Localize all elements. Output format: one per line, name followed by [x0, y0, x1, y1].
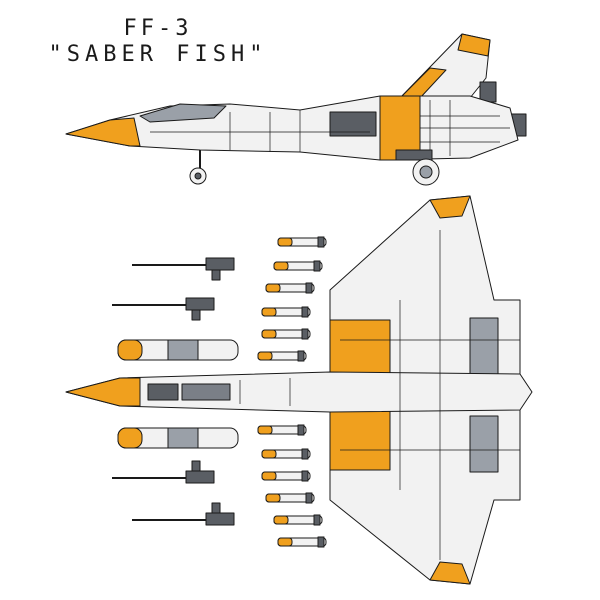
missile-weapon	[277, 236, 327, 248]
side-view-aircraft	[65, 33, 527, 186]
fuel-tank	[117, 339, 239, 361]
tail-fin-stripe	[457, 33, 491, 57]
rifle-weapon	[132, 502, 235, 526]
side-canopy	[139, 103, 227, 123]
rifle-weapon	[112, 297, 215, 321]
rear-canopy	[181, 383, 231, 401]
missile-weapon	[261, 448, 311, 460]
missile-rack	[257, 236, 327, 548]
missile-weapon	[257, 350, 307, 362]
missile-weapon	[273, 514, 323, 526]
missile-weapon	[261, 328, 311, 340]
designation-title: FF-3	[123, 16, 193, 41]
lower-engine	[469, 415, 499, 473]
side-landing-gear	[189, 149, 440, 186]
missile-weapon	[273, 260, 323, 272]
missile-weapon	[277, 536, 327, 548]
upper-engine	[469, 317, 499, 375]
weapons-loadout	[112, 236, 327, 548]
top-fuselage	[65, 371, 533, 413]
missile-weapon	[261, 470, 311, 482]
rifle-weapon	[132, 257, 235, 281]
engine-pod-upper	[479, 81, 497, 103]
front-canopy	[147, 383, 179, 401]
upper-wing-accent	[429, 195, 471, 219]
missile-weapon	[265, 492, 315, 504]
upper-wing-inner-accent	[329, 319, 391, 381]
top-panel-lines	[239, 230, 520, 560]
side-panel-lines	[150, 100, 510, 158]
missile-weapon	[265, 282, 315, 294]
side-nose-accent	[65, 117, 141, 147]
fuel-tank	[117, 427, 239, 449]
name-title: "SABER FISH"	[48, 42, 268, 67]
rifle-weapon	[112, 460, 215, 484]
lower-wing-accent	[429, 561, 471, 585]
top-nose-accent	[65, 377, 141, 407]
side-intake	[329, 111, 377, 137]
lower-wing-inner-accent	[329, 409, 391, 471]
missile-weapon	[257, 424, 307, 436]
missile-weapon	[261, 306, 311, 318]
top-view-aircraft	[65, 195, 533, 585]
